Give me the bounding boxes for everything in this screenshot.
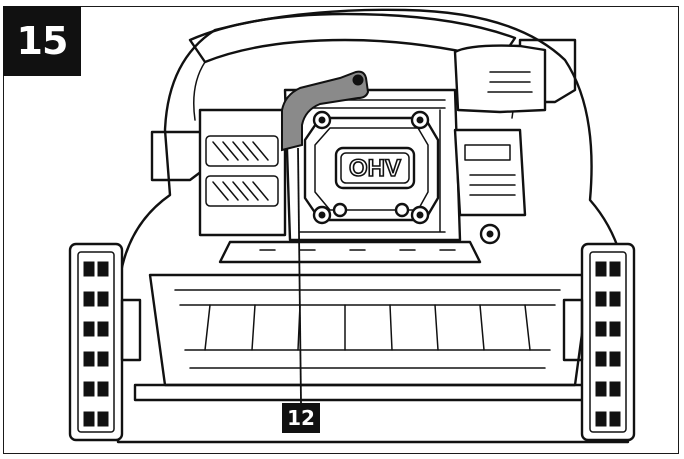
- figure-number-badge: 15: [3, 6, 81, 76]
- right-rear-wheel: [580, 242, 636, 442]
- plug-cap-top: [352, 74, 364, 86]
- fuel-tank: [453, 44, 547, 114]
- left-axle-hub: [120, 298, 142, 362]
- fuel-cap-ridges: [487, 71, 533, 93]
- callout-12-label: 12: [282, 403, 320, 433]
- ohv-badge-text: OHV: [349, 155, 401, 182]
- engine-base: [218, 240, 482, 264]
- ohv-badge: OHV: [334, 146, 416, 190]
- carburetor-details: [464, 144, 516, 196]
- deck-outline: [116, 8, 630, 444]
- engine-fins: [299, 99, 446, 233]
- left-rear-wheel: [68, 242, 124, 442]
- air-filter-vents: [205, 135, 279, 207]
- carburetor: [453, 128, 527, 217]
- callout-12-leader-line: [297, 147, 302, 404]
- air-filter-cover: [198, 108, 287, 237]
- valve-cover-bolts: [312, 110, 430, 225]
- deck-skirt: [133, 383, 602, 402]
- right-axle-hub: [562, 298, 584, 362]
- rear-guard-slats: [204, 304, 531, 351]
- hood-top: [188, 12, 517, 64]
- spark-plug-boot: [281, 70, 370, 152]
- rear-guard-ribs: [174, 289, 561, 369]
